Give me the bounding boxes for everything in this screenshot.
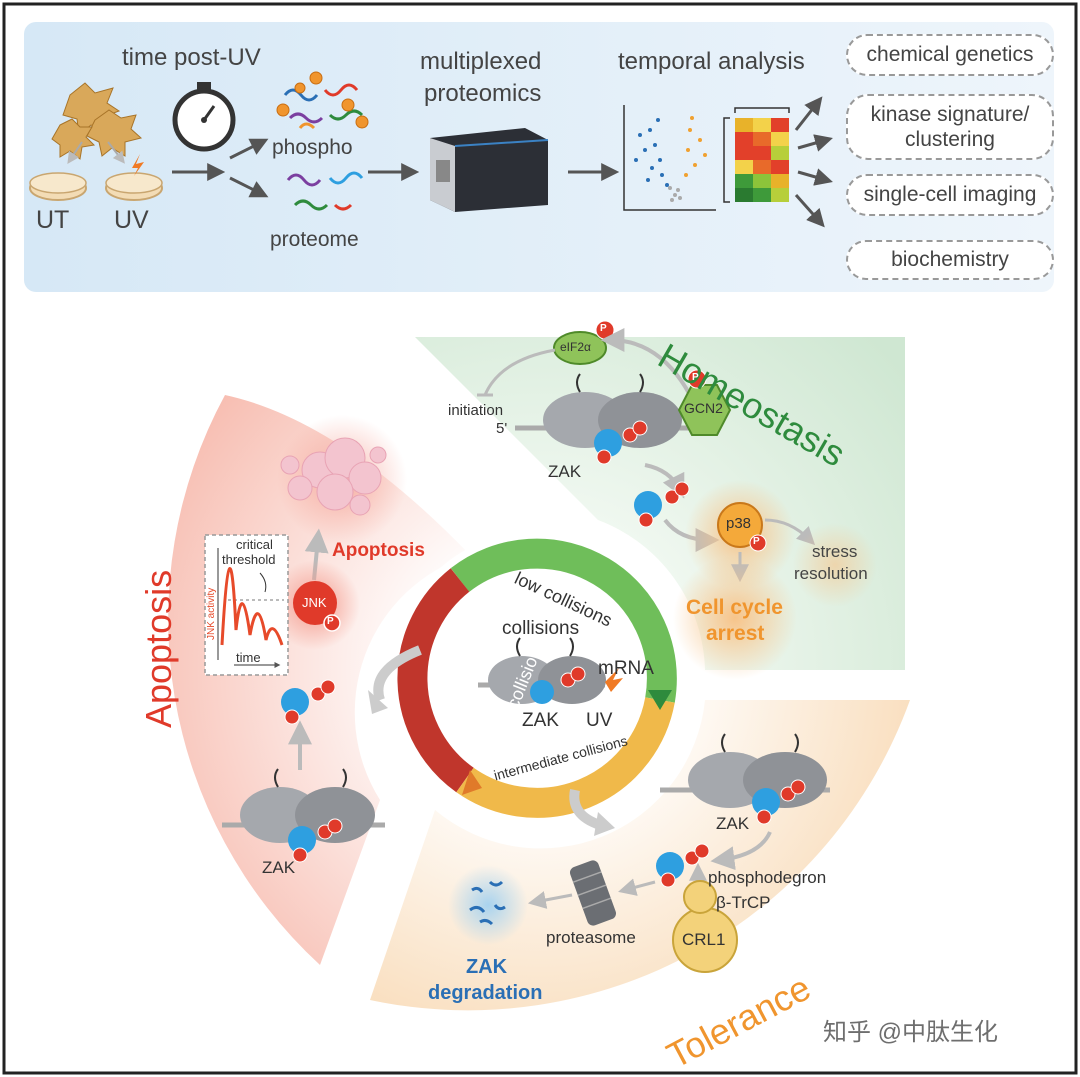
stopwatch-icon [172, 82, 236, 152]
apoptotic-cell-icon [280, 437, 387, 516]
uv-label-center: UV [586, 710, 613, 731]
phospho-label: phospho [272, 136, 353, 159]
low-collisions-ring [450, 538, 677, 703]
jnk-label: JNK [302, 595, 327, 610]
initiation-label: initiation [448, 402, 504, 419]
p-label: P [600, 323, 607, 334]
degraded-fragments-icon [469, 880, 506, 926]
five-prime-label: 5' [496, 420, 508, 437]
intermediate-collisions-ring [456, 697, 675, 818]
proteasome-label: proteasome [546, 928, 636, 947]
p38-icon [717, 502, 763, 548]
volcano-plot-icon [623, 105, 716, 211]
p-label: P [327, 616, 334, 627]
jnk-activity-curve [220, 567, 284, 646]
zak-degradation-label-2: degradation [428, 982, 543, 1004]
zak-label-tolerance: ZAK [716, 814, 750, 833]
center-ribosomes-icon [478, 637, 623, 704]
zak-degradation-label-1: ZAK [466, 956, 508, 978]
arrest-label: arrest [706, 622, 765, 645]
output-biochemistry: biochemistry [846, 240, 1054, 280]
ut-label: UT [36, 206, 70, 234]
mrna-label: mRNA [598, 658, 654, 679]
cell-cycle-label: Cell cycle [686, 596, 783, 619]
output-single-cell-imaging: single-cell imaging [846, 174, 1054, 216]
uv-label: UV [114, 206, 149, 234]
collisions-label: collisions [502, 618, 580, 639]
ring-arrowhead [648, 690, 672, 710]
tolerance-ribosomes-icon [660, 733, 830, 825]
zak-label-center: ZAK [522, 710, 559, 731]
jnk-graph-inset [204, 534, 289, 676]
p-label: P [753, 536, 760, 547]
gcn2-to-eif2a-arrow [600, 328, 692, 396]
crl1-label: CRL1 [682, 930, 726, 949]
phospho-p-icons [276, 71, 369, 129]
mass-spectrometer-icon [430, 128, 549, 212]
time-post-uv-label: time post-UV [122, 44, 261, 71]
uv-bolt-icon [132, 154, 144, 176]
proteome-peptides-icon [286, 171, 364, 211]
apoptosis-title: Apoptosis [138, 569, 179, 728]
p-label: P [692, 372, 699, 383]
zak-label-apoptosis: ZAK [262, 858, 296, 877]
time-axis-label: time [236, 650, 261, 665]
p38-label: p38 [726, 515, 752, 532]
temporal-analysis-label: temporal analysis [618, 48, 805, 75]
heatmap-icon [723, 107, 790, 203]
ring-arrowhead [462, 770, 482, 795]
critical-label: critical [236, 537, 273, 552]
output-chemical-genetics: chemical genetics [846, 34, 1054, 76]
proteomics-label: proteomics [424, 80, 542, 107]
apoptosis-ribosomes-icon [222, 768, 385, 863]
gcn2-p-icon [687, 369, 707, 389]
gcn2-label: GCN2 [684, 400, 723, 416]
btrcp-label: β-TrCP [716, 893, 771, 912]
inhibition-line [483, 348, 556, 396]
homeostasis-ribosomes-icon [515, 373, 690, 465]
proteome-label: proteome [270, 228, 359, 251]
threshold-label: threshold [222, 552, 276, 567]
gcn2-icon [677, 384, 732, 436]
stress-label: stress [812, 542, 858, 561]
phospho-peptides-icon [283, 83, 364, 130]
output-kinase-signature: kinase signature/clustering [846, 94, 1054, 160]
zak-label-homeostasis: ZAK [548, 462, 582, 481]
high-collisions-ring [397, 568, 474, 793]
zak-active-icon-homeostasis [634, 481, 690, 528]
eif2a-label: eIF2α [560, 340, 591, 354]
watermark-text: 知乎 @中肽生化 [823, 1019, 998, 1046]
multiplexed-label: multiplexed [420, 48, 542, 75]
resolution-label: resolution [794, 564, 868, 583]
jnk-activity-label: JNK activity [206, 587, 217, 640]
jnk-icon [293, 581, 337, 625]
zak-active-icon-tolerance [656, 843, 710, 888]
proteasome-icon [569, 860, 617, 926]
btrcp-icon [683, 880, 717, 914]
cells-icon [51, 82, 143, 160]
phosphodegron-label: phosphodegron [708, 868, 827, 887]
apoptosis-label: Apoptosis [332, 540, 425, 561]
